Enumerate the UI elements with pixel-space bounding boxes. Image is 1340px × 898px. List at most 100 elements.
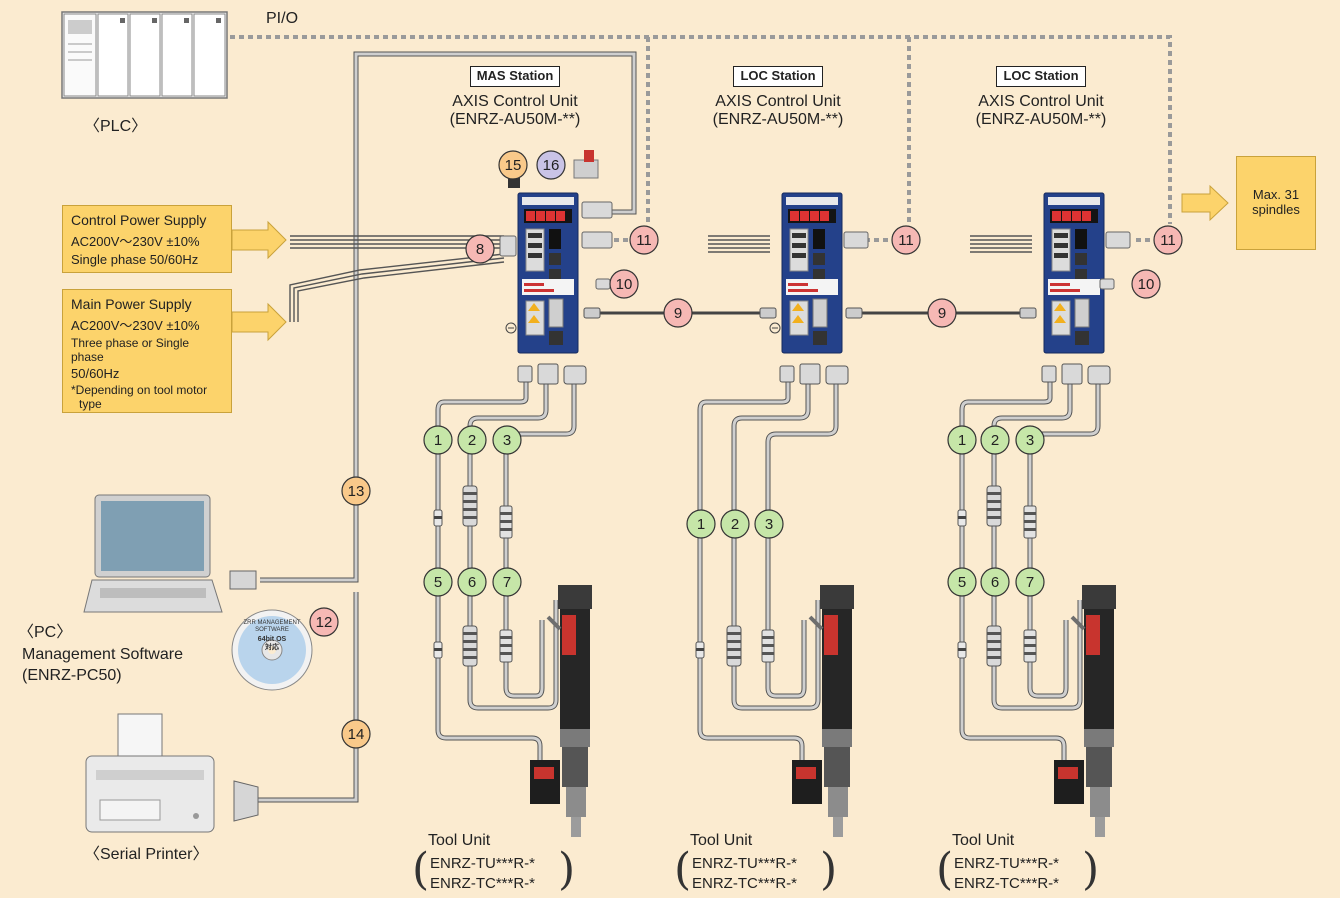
callout-number: 9 bbox=[674, 305, 682, 322]
callout-13: 13 bbox=[341, 476, 371, 506]
callout-number: 2 bbox=[991, 432, 999, 449]
cd-label-line3: 64bit OS bbox=[257, 635, 287, 643]
callout-number: 3 bbox=[503, 432, 511, 449]
main-power-title: Main Power Supply bbox=[71, 296, 192, 312]
callout-14: 14 bbox=[341, 719, 371, 749]
callout-number: 8 bbox=[476, 241, 484, 258]
callout-number: 6 bbox=[991, 574, 999, 591]
callout-1: 1 bbox=[686, 509, 716, 539]
printer-icon bbox=[85, 713, 259, 833]
station-unit-name: AXIS Control Unit bbox=[452, 92, 578, 110]
tool-unit-title: Tool Unit bbox=[952, 832, 1015, 849]
callout-number: 5 bbox=[958, 574, 966, 591]
callout-number: 15 bbox=[505, 157, 522, 174]
callout-number: 1 bbox=[958, 432, 966, 449]
callout-8: 8 bbox=[465, 234, 495, 264]
main-power-phase: Three phase or Single phase bbox=[71, 336, 190, 364]
plc-label: 〈PLC〉 bbox=[84, 118, 148, 135]
callout-number: 10 bbox=[616, 276, 633, 293]
callout-number: 1 bbox=[434, 432, 442, 449]
control-power-arrow bbox=[231, 220, 287, 260]
tool-unit-model-tc: ENRZ-TC***R-* bbox=[954, 875, 1059, 892]
callout-7: 7 bbox=[1015, 567, 1045, 597]
tool-unit-loc-1 bbox=[790, 583, 856, 839]
callout-12: 12 bbox=[309, 607, 339, 637]
callout-6: 6 bbox=[457, 567, 487, 597]
accessory-lamp-icon bbox=[508, 178, 520, 188]
callout-9: 9 bbox=[927, 298, 957, 328]
callout-3: 3 bbox=[1015, 425, 1045, 455]
tool-unit-loc-2 bbox=[1052, 583, 1118, 839]
callout-11: 11 bbox=[891, 225, 921, 255]
station-unit-name: AXIS Control Unit bbox=[978, 92, 1104, 110]
callout-number: 3 bbox=[1026, 432, 1034, 449]
callout-5: 5 bbox=[423, 567, 453, 597]
control-power-title: Control Power Supply bbox=[71, 212, 207, 228]
callout-number: 2 bbox=[731, 516, 739, 533]
accessory-valve-icon bbox=[573, 150, 599, 179]
callout-number: 3 bbox=[765, 516, 773, 533]
tool-unit-model-tu: ENRZ-TU***R-* bbox=[430, 855, 535, 872]
callout-2: 2 bbox=[720, 509, 750, 539]
station-badge: LOC Station bbox=[733, 66, 823, 87]
callout-10: 10 bbox=[1131, 269, 1161, 299]
callout-16: 16 bbox=[536, 150, 566, 180]
station-unit-model: (ENRZ-AU50M-**) bbox=[975, 111, 1107, 129]
tool-unit-model-tu: ENRZ-TU***R-* bbox=[692, 855, 797, 872]
max-spindles-box: Max. 31 spindles bbox=[1236, 156, 1316, 250]
callout-number: 14 bbox=[348, 726, 365, 743]
station-badge: MAS Station bbox=[469, 66, 561, 87]
station-header-loc-2: LOC Station AXIS Control Unit (ENRZ-AU50… bbox=[956, 66, 1126, 130]
main-power-note-cont: type bbox=[79, 397, 102, 411]
cd-label-line4: 対応 bbox=[265, 643, 279, 651]
pc-software-name: Management Software bbox=[22, 646, 183, 663]
callout-number: 10 bbox=[1138, 276, 1155, 293]
tool-unit-mas bbox=[528, 583, 594, 839]
callout-number: 9 bbox=[938, 305, 946, 322]
callout-1: 1 bbox=[423, 425, 453, 455]
pio-signal-line bbox=[230, 35, 1172, 224]
main-power-arrow bbox=[231, 302, 287, 342]
axis-control-unit-mas bbox=[517, 192, 579, 354]
tool-unit-model-tu: ENRZ-TU***R-* bbox=[954, 855, 1059, 872]
station-unit-model: (ENRZ-AU50M-**) bbox=[712, 111, 844, 129]
tool-cables-loc-1 bbox=[697, 380, 839, 766]
callout-1: 1 bbox=[947, 425, 977, 455]
cd-label-line2: SOFTWARE bbox=[255, 626, 289, 633]
callout-number: 2 bbox=[468, 432, 476, 449]
callout-11: 11 bbox=[1153, 225, 1183, 255]
tool-unit-model-tc: ENRZ-TC***R-* bbox=[692, 875, 797, 892]
main-power-voltage: AC200V～230V ±10% bbox=[71, 318, 200, 333]
callout-number: 6 bbox=[468, 574, 476, 591]
control-power-voltage: AC200V～230V ±10% bbox=[71, 234, 200, 249]
callout-5: 5 bbox=[947, 567, 977, 597]
callout-number: 11 bbox=[636, 232, 652, 249]
axis-control-unit-loc-2 bbox=[1043, 192, 1105, 354]
callout-number: 16 bbox=[543, 157, 560, 174]
callout-15: 15 bbox=[498, 150, 528, 180]
station-badge: LOC Station bbox=[996, 66, 1086, 87]
pc-software-model: (ENRZ-PC50) bbox=[22, 667, 122, 684]
software-cd-icon bbox=[231, 609, 313, 691]
station-header-mas: MAS Station AXIS Control Unit (ENRZ-AU50… bbox=[430, 66, 600, 130]
control-power-phase: Single phase 50/60Hz bbox=[71, 252, 199, 267]
callout-number: 7 bbox=[503, 574, 511, 591]
axis-control-unit-loc-1 bbox=[781, 192, 843, 354]
main-power-box: Main Power Supply AC200V～230V ±10% Three… bbox=[62, 289, 232, 413]
printer-label: 〈Serial Printer〉 bbox=[84, 846, 209, 863]
station-unit-name: AXIS Control Unit bbox=[715, 92, 841, 110]
callout-10: 10 bbox=[609, 269, 639, 299]
laptop-icon bbox=[83, 494, 257, 613]
station-unit-model: (ENRZ-AU50M-**) bbox=[449, 111, 581, 129]
callout-7: 7 bbox=[492, 567, 522, 597]
tool-unit-title: Tool Unit bbox=[690, 832, 753, 849]
callout-number: 11 bbox=[898, 232, 914, 249]
callout-6: 6 bbox=[980, 567, 1010, 597]
callout-number: 1 bbox=[697, 516, 705, 533]
callout-number: 12 bbox=[316, 614, 333, 631]
callout-2: 2 bbox=[457, 425, 487, 455]
cd-label-line1: ZRR MANAGEMENT bbox=[243, 620, 301, 626]
control-power-cables bbox=[290, 235, 504, 249]
max-spindles-line1: Max. 31 bbox=[1252, 187, 1300, 202]
